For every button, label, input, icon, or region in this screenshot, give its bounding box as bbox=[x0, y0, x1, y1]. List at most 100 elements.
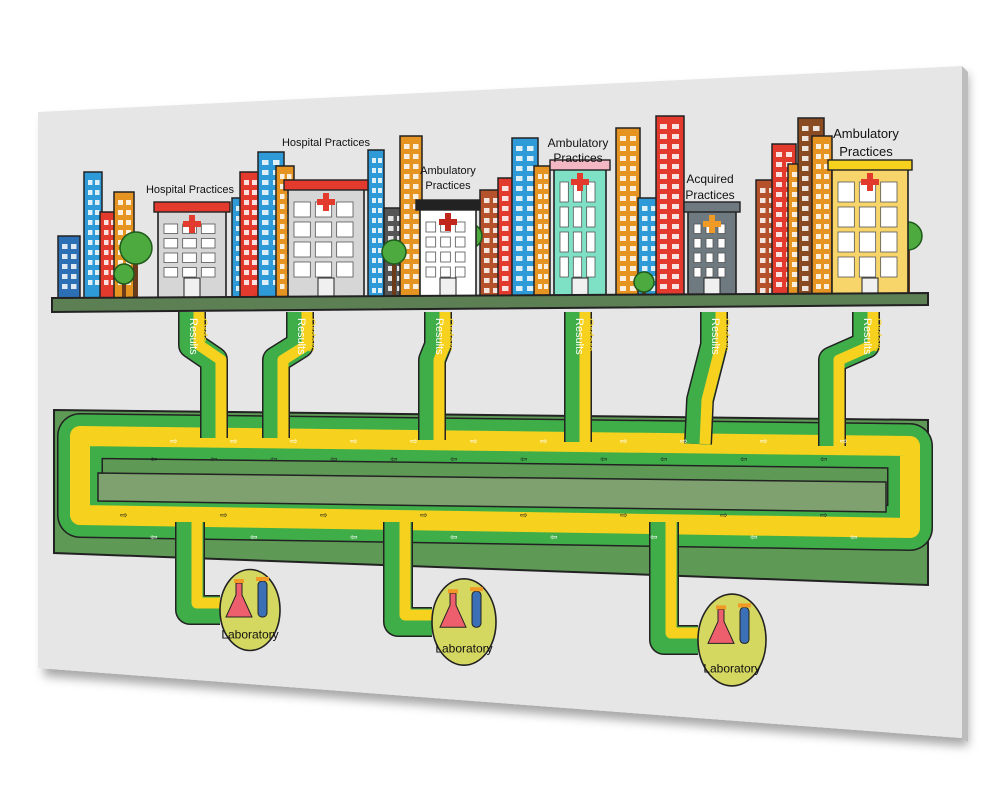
tower-window bbox=[104, 240, 109, 245]
tower-window bbox=[372, 258, 376, 263]
connector-results-label: Results bbox=[573, 318, 585, 355]
tower-window bbox=[126, 220, 131, 225]
building-window bbox=[586, 256, 596, 278]
tower-window bbox=[527, 176, 534, 181]
building-window bbox=[200, 267, 216, 278]
tower-window bbox=[388, 236, 394, 241]
building-window bbox=[182, 267, 197, 278]
tower-window bbox=[672, 164, 679, 169]
tower-window bbox=[104, 250, 109, 255]
tower-window bbox=[630, 276, 636, 281]
tower-window bbox=[71, 264, 77, 269]
tower-window bbox=[620, 286, 626, 291]
tower-window bbox=[378, 278, 382, 283]
tower-window bbox=[824, 184, 829, 189]
tower-10 bbox=[399, 135, 423, 299]
tower-window bbox=[620, 256, 626, 261]
tower-window bbox=[502, 236, 509, 241]
tower-window bbox=[236, 256, 240, 261]
tower-window bbox=[413, 284, 419, 289]
tower-window bbox=[516, 226, 523, 231]
flow-arrow-left: ⇦ bbox=[550, 532, 558, 542]
building-window bbox=[454, 266, 466, 278]
tower-window bbox=[236, 276, 240, 281]
tower-window bbox=[824, 214, 829, 219]
tower-window bbox=[244, 250, 249, 255]
tower-window bbox=[404, 164, 410, 169]
tower-window bbox=[620, 236, 626, 241]
tower-window bbox=[484, 198, 490, 203]
tower-window bbox=[126, 200, 131, 205]
tower-window bbox=[816, 154, 821, 159]
building-window bbox=[336, 241, 354, 258]
tower-window bbox=[126, 230, 131, 235]
tower-window bbox=[776, 202, 782, 207]
building-roof bbox=[283, 179, 369, 191]
tower-window bbox=[388, 276, 394, 281]
tower-window bbox=[527, 286, 534, 291]
tower-window bbox=[802, 226, 809, 231]
practice-label-1: Hospital Practices bbox=[146, 184, 235, 196]
tower-window bbox=[378, 168, 382, 173]
practice-label-2: Hospital Practices bbox=[282, 137, 371, 149]
building-window bbox=[336, 201, 354, 218]
tower-window bbox=[824, 264, 829, 269]
tower-window bbox=[660, 174, 667, 179]
building-door bbox=[317, 277, 335, 299]
flow-arrow-right: ⇨ bbox=[620, 510, 628, 520]
tower-window bbox=[776, 192, 782, 197]
tube-cap bbox=[470, 587, 483, 592]
tower-window bbox=[802, 196, 809, 201]
tower-window bbox=[95, 190, 100, 195]
tower-window bbox=[372, 278, 376, 283]
tower-window bbox=[404, 204, 410, 209]
building-window bbox=[572, 206, 583, 228]
building-window bbox=[837, 181, 855, 203]
tower-window bbox=[104, 260, 109, 265]
tower-window bbox=[413, 194, 419, 199]
cross-icon bbox=[709, 215, 715, 233]
cross-icon bbox=[867, 173, 873, 191]
tower-window bbox=[760, 258, 766, 263]
tower-window bbox=[672, 124, 679, 129]
tower-window bbox=[244, 190, 249, 195]
building-window bbox=[293, 221, 311, 238]
building-roof bbox=[827, 159, 913, 171]
building-window bbox=[314, 261, 333, 278]
tower-window bbox=[776, 272, 782, 277]
tower-window bbox=[760, 228, 766, 233]
tower-window bbox=[404, 244, 410, 249]
building-window bbox=[586, 231, 596, 253]
cross-icon bbox=[189, 215, 195, 233]
tower-window bbox=[262, 220, 269, 225]
tower-window bbox=[816, 254, 821, 259]
tower-window bbox=[104, 220, 109, 225]
tower-window bbox=[62, 254, 68, 259]
laboratory-label-1: Laboratory bbox=[221, 628, 278, 642]
tower-window bbox=[280, 284, 285, 289]
tower-window bbox=[776, 252, 782, 257]
tower-window bbox=[252, 200, 257, 205]
tower-window bbox=[95, 250, 100, 255]
tower-window bbox=[378, 208, 382, 213]
tower-window bbox=[280, 214, 285, 219]
tower-window bbox=[776, 152, 782, 157]
tower-window bbox=[493, 218, 499, 223]
tower-window bbox=[244, 220, 249, 225]
flow-arrow-left: ⇦ bbox=[390, 454, 398, 464]
tower-window bbox=[262, 240, 269, 245]
tower-window bbox=[544, 184, 548, 189]
tower-window bbox=[672, 254, 679, 259]
tower-window bbox=[502, 256, 509, 261]
tower-window bbox=[816, 284, 821, 289]
building-window bbox=[572, 231, 583, 253]
tower-window bbox=[378, 288, 382, 293]
tower-window bbox=[760, 268, 766, 273]
tower-window bbox=[620, 206, 626, 211]
tower-window bbox=[544, 264, 548, 269]
tower-15 bbox=[615, 127, 641, 299]
tower-window bbox=[651, 236, 657, 241]
building-window bbox=[425, 236, 437, 248]
